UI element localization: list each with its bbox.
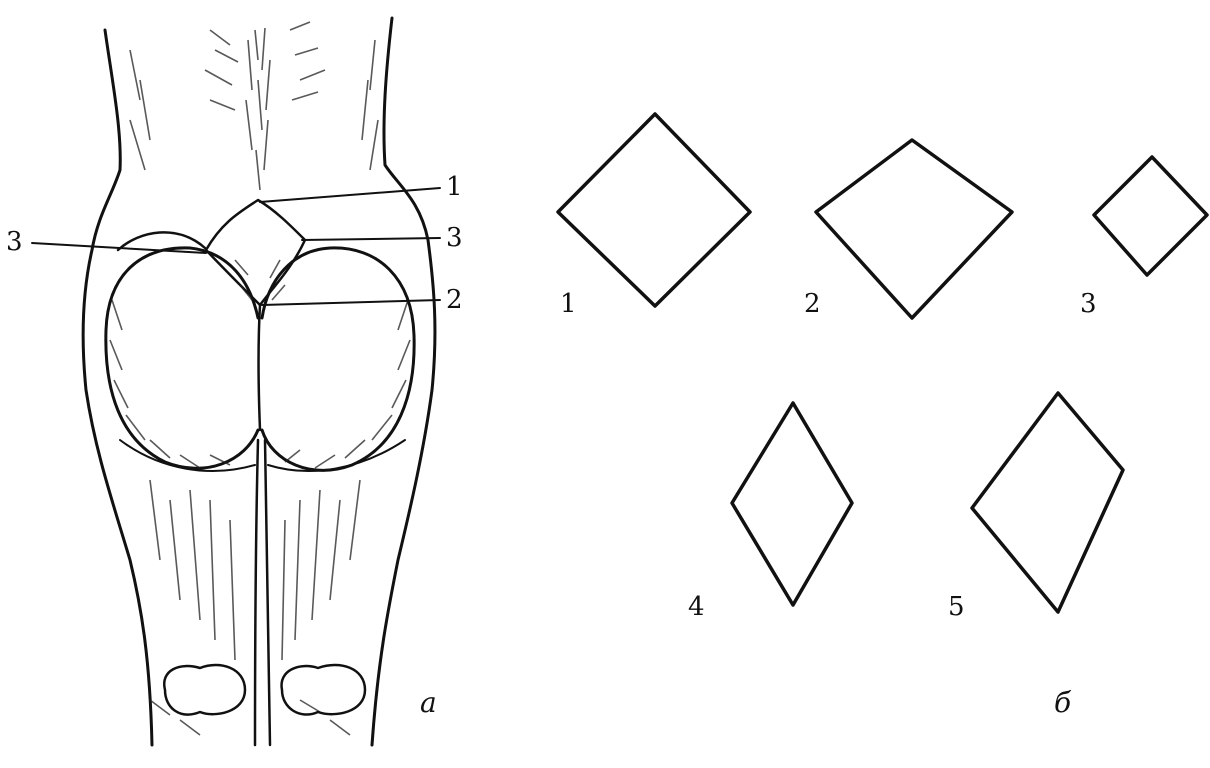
panel-a-caption: а [420, 686, 437, 719]
rhombus-shape-2 [816, 140, 1012, 318]
right-leg-inner [265, 440, 270, 745]
label-3-left: 3 [6, 227, 23, 257]
spine-hatching [130, 22, 378, 190]
buttock-hatching [110, 260, 410, 468]
left-leg-inner [255, 440, 258, 745]
shape-number-5: 5 [948, 592, 965, 622]
panel-b-shapes: 1 2 3 4 5 б [558, 114, 1207, 719]
right-thigh-fold [268, 440, 405, 471]
left-heel [164, 665, 245, 715]
rhombus-shape-1 [558, 114, 750, 306]
label-1: 1 [446, 172, 463, 202]
shape-number-2: 2 [804, 289, 821, 319]
shape-number-3: 3 [1080, 289, 1097, 319]
right-heel [282, 665, 365, 715]
shape-number-4: 4 [688, 592, 705, 622]
right-buttock [262, 248, 414, 470]
shape-number-1: 1 [560, 289, 577, 319]
michaelis-rhombus [206, 200, 305, 305]
leader-line-2 [262, 300, 440, 305]
rhombus-shape-4 [732, 403, 852, 605]
rhombus-shape-5 [972, 393, 1123, 612]
panel-a-drawing: 1 2 3 3 а [6, 18, 463, 745]
torso-right-outline [372, 18, 435, 745]
gluteal-cleft [259, 305, 261, 430]
panel-b-caption: б [1054, 686, 1072, 719]
rhombus-shape-3 [1094, 157, 1207, 275]
label-3-right: 3 [446, 223, 463, 253]
leader-line-3-right [302, 238, 440, 240]
label-2: 2 [446, 285, 463, 315]
